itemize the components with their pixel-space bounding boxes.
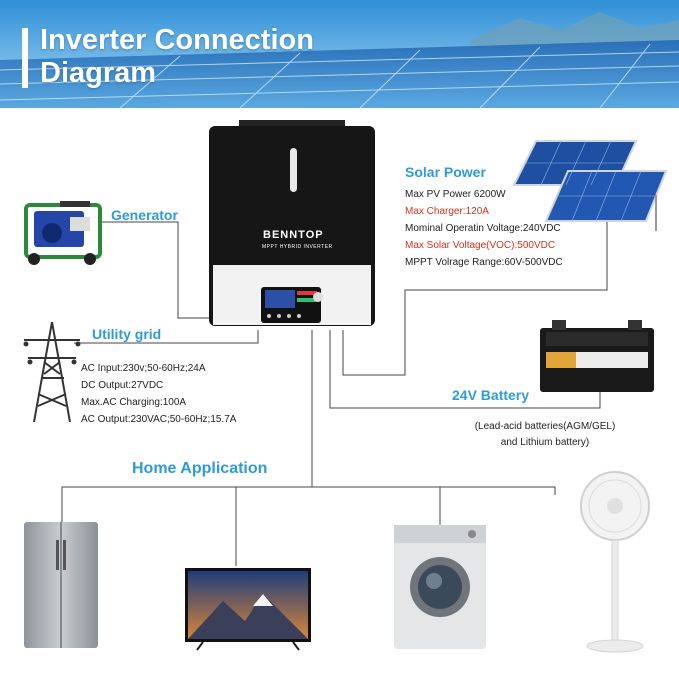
television-icon (185, 568, 311, 651)
utility-pylon-icon (23, 321, 81, 423)
page-title-line2: Diagram (40, 57, 157, 89)
utility-spec-1: AC Input:230v;50-60Hz;24A (81, 363, 206, 374)
solar-spec-4: Max Solar Voltage(VOC):500VDC (405, 240, 556, 251)
utility-spec-4: AC Output:230VAC;50-60Hz;15.7A (81, 414, 237, 425)
solar-spec-1: Max PV Power 6200W (405, 189, 506, 200)
refrigerator-icon (24, 522, 98, 648)
standing-fan-icon (580, 471, 650, 653)
header-banner (0, 0, 679, 108)
page-title-line1: Inverter Connection (40, 24, 314, 56)
solar-panel-icon (512, 140, 668, 231)
battery-note: (Lead-acid batteries(AGM/GEL) and Lithiu… (455, 419, 635, 451)
battery-note-line2: and Lithium battery) (500, 437, 590, 448)
washing-machine-icon (394, 525, 486, 649)
generator-label: Generator (111, 207, 178, 223)
generator-icon (24, 201, 102, 265)
battery-label: 24V Battery (452, 387, 530, 403)
home-application-label: Home Application (132, 460, 268, 477)
battery-note-line1: (Lead-acid batteries(AGM/GEL) (474, 421, 616, 432)
inverter-device (209, 120, 375, 326)
utility-spec-2: DC Output:27VDC (81, 380, 164, 391)
utility-spec-3: Max.AC Charging:100A (81, 397, 187, 408)
solar-spec-5: MPPT Volrage Range:60V-500VDC (405, 257, 563, 268)
solar-spec-2: Max Charger:120A (405, 206, 489, 217)
battery-icon (540, 320, 654, 392)
solar-label: Solar Power (405, 164, 486, 180)
solar-field-background (0, 0, 679, 108)
title-accent-bar (22, 28, 28, 88)
inverter-subtitle: MPPT HYBRID INVERTER (262, 244, 333, 250)
solar-spec-3: Mominal Operatin Voltage:240VDC (405, 223, 561, 234)
utility-label: Utility grid (92, 326, 162, 342)
inverter-brand: BENNTOP (263, 229, 324, 241)
